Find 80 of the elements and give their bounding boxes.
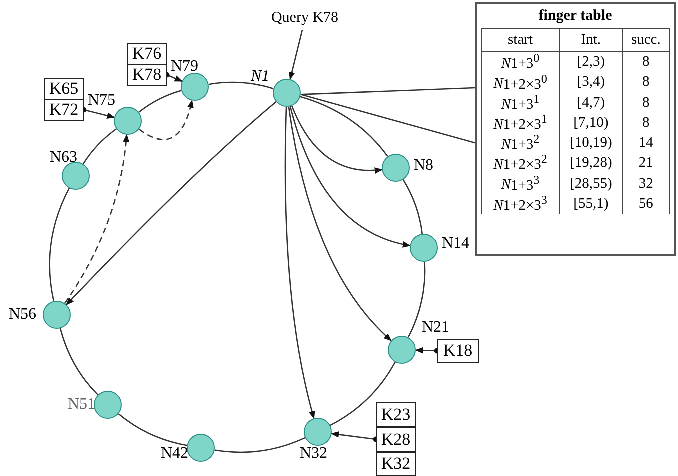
key-box: K32 [376, 452, 416, 476]
node-label: N79 [171, 59, 199, 75]
node-circle [388, 336, 416, 364]
table-cell: N1+2×3$^{3}$ [482, 194, 560, 214]
ring-arc [300, 96, 388, 158]
arrow [66, 101, 277, 306]
table-cell: [7,10) [560, 112, 623, 134]
node-circle [304, 418, 332, 446]
node-label: N1 [251, 69, 270, 85]
ring-arc [118, 413, 188, 446]
table-cell: N1+2×3$^{0}$ [482, 72, 560, 93]
node-label: N51 [68, 397, 96, 413]
table-cell: 8 [622, 72, 670, 93]
table-cell: N1+3$^{2}$ [482, 133, 560, 154]
node-label: N32 [300, 446, 328, 462]
table-cell: N1+3$^{3}$ [482, 174, 560, 194]
table-cell: N1+2×3$^{1}$ [482, 112, 560, 134]
node-circle [43, 301, 71, 329]
query-label: Query K78 [262, 10, 348, 30]
column-header: succ. [622, 28, 670, 52]
ring-arc [214, 437, 306, 454]
finger-table [475, 2, 676, 256]
node-label: N63 [50, 150, 78, 166]
node-circle [273, 79, 301, 107]
table-cell: [19,28) [560, 153, 623, 174]
table-cell: N1+2×3$^{2}$ [482, 153, 560, 174]
key-box: K76 [127, 43, 167, 65]
column-header: start [482, 28, 560, 52]
node-label: N75 [88, 93, 116, 109]
arrow [288, 30, 304, 80]
table-cell: 32 [622, 174, 670, 194]
table-cell: 8 [622, 112, 670, 134]
ring-arc [60, 328, 99, 396]
arrow [138, 100, 194, 140]
table-cell: 8 [622, 92, 670, 113]
node-label: N8 [414, 158, 434, 174]
node-label: N14 [442, 236, 470, 252]
table-cell: 14 [622, 133, 670, 154]
arrow [291, 106, 383, 174]
table-cell: [55,1) [560, 194, 623, 214]
table-cell: 8 [622, 52, 670, 73]
node-circle [62, 162, 90, 190]
node-circle [410, 234, 438, 262]
table-cell: [10,19) [560, 133, 623, 154]
table-cell: 21 [622, 153, 670, 174]
node-circle [114, 107, 142, 135]
node-circle [94, 391, 122, 419]
node-label: N56 [9, 307, 37, 323]
key-box: K18 [437, 339, 479, 363]
node-circle [382, 154, 410, 182]
key-box: K65 [44, 78, 84, 100]
ring-arc [330, 362, 396, 426]
key-box: K72 [44, 99, 84, 121]
column-header: Int. [560, 28, 623, 52]
node-circle [181, 73, 209, 101]
ring-arc [138, 90, 182, 113]
node-label: N21 [422, 320, 450, 336]
arrow [290, 106, 411, 248]
table-cell: 56 [622, 194, 670, 214]
node-label: N42 [161, 446, 189, 462]
table-cell: [28,55) [560, 174, 623, 194]
ring-arc [208, 82, 274, 90]
table-title: finger table [538, 8, 614, 25]
arrow [288, 106, 392, 342]
node-circle [187, 434, 215, 462]
arrow [284, 106, 316, 420]
ring-arc [82, 128, 117, 164]
table-cell: [3,4) [560, 72, 623, 93]
ring-arc [408, 262, 426, 338]
key-box: K78 [127, 64, 167, 86]
ring-arc [49, 188, 70, 302]
callout-line [300, 87, 476, 144]
arrow [64, 134, 130, 304]
table-cell: N1+3$^{1}$ [482, 92, 560, 113]
table-cell: [2,3) [560, 52, 623, 73]
ring-arc [402, 180, 424, 234]
key-box: K23 [376, 402, 416, 427]
key-box: K28 [376, 427, 416, 452]
table-cell: [4,7) [560, 92, 623, 113]
table-cell: N1+3$^{0}$ [482, 52, 560, 73]
